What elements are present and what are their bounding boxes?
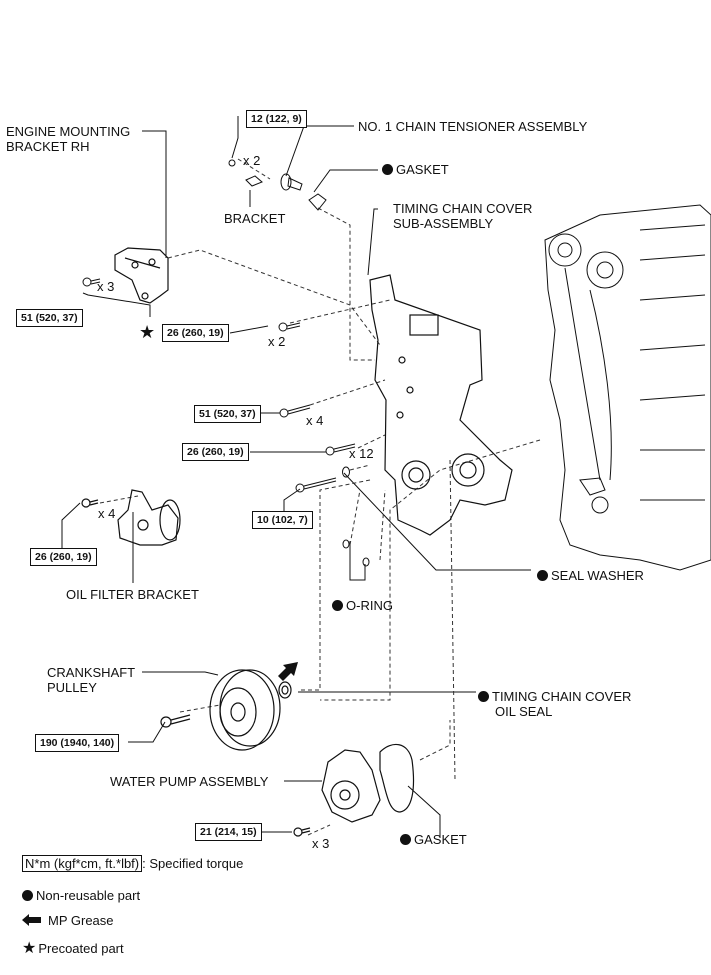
label-text: SEAL WASHER [551,568,644,583]
label-line: CRANKSHAFT [47,665,136,680]
label-bracket: BRACKET [224,211,286,226]
label-o-ring: O-RING [332,598,393,613]
non-reusable-dot-icon [478,691,489,702]
label-gasket-bottom: GASKET [400,832,467,847]
label-water-pump: WATER PUMP ASSEMBLY [110,774,269,789]
label-timing-chain-cover: TIMING CHAIN COVER SUB-ASSEMBLY [393,201,532,231]
precoated-star-icon: ★ [139,322,156,342]
label-engine-mounting-bracket: ENGINE MOUNTING BRACKET RH [6,124,130,154]
bolt-drawing [82,277,101,287]
tensioner-drawing [228,159,327,211]
qty-cover-bolt-51: x 4 [306,413,324,428]
label-line: PULLEY [47,680,97,695]
crankshaft-pulley-drawing [160,669,292,751]
cover-bolts-drawing [278,322,370,567]
label-text: GASKET [396,162,449,177]
label-line: OIL SEAL [495,704,553,719]
mp-grease-arrow-icon [22,914,41,926]
torque-cover-bolt-10: 10 (102, 7) [252,511,313,529]
non-reusable-dot-icon [382,164,393,175]
legend-torque: N*m (kgf*cm, ft.*lbf): Specified torque [22,855,244,872]
label-oil-filter-bracket: OIL FILTER BRACKET [66,587,199,602]
non-reusable-dot-icon [22,890,33,901]
torque-tensioner-nut: 12 (122, 9) [246,110,307,128]
qty-cover-bolt-26: x 12 [349,446,374,461]
qty-precoated-bolt: x 2 [268,334,286,349]
torque-precoated-bolt: 26 (260, 19) [162,324,229,342]
non-reusable-dot-icon [332,600,343,611]
label-line: TIMING CHAIN COVER [478,689,631,704]
label-seal-washer: SEAL WASHER [537,568,644,583]
label-text: O-RING [346,598,393,613]
precoated-star-icon: ★ [22,940,37,957]
label-text: TIMING CHAIN COVER [492,689,632,704]
qty-water-pump-bolt: x 3 [312,836,330,851]
oil-filter-bracket-drawing [81,489,181,546]
label-crankshaft-pulley: CRANKSHAFT PULLEY [47,665,135,695]
label-line: ENGINE MOUNTING [6,124,131,139]
engine-block-drawing [544,204,711,571]
timing-chain-cover-drawing [369,274,513,536]
legend-text: MP Grease [48,913,114,928]
torque-cover-bolt-26: 26 (260, 19) [182,443,249,461]
non-reusable-dot-icon [537,570,548,581]
qty-tensioner-nut: x 2 [243,153,261,168]
torque-cover-bolt-51: 51 (520, 37) [194,405,261,423]
label-line: SUB-ASSEMBLY [393,216,494,231]
legend-torque-desc: : Specified torque [142,856,244,871]
label-chain-tensioner: NO. 1 CHAIN TENSIONER ASSEMBLY [358,119,588,134]
label-text: GASKET [414,832,467,847]
mp-grease-arrow-icon [278,662,298,681]
legend-torque-box: N*m (kgf*cm, ft.*lbf) [22,855,143,872]
torque-crank-bolt: 190 (1940, 140) [35,734,120,752]
torque-mount-bracket-bolt: 51 (520, 37) [16,309,83,327]
torque-oil-filter-bolt: 26 (260, 19) [30,548,97,566]
legend-text: Precoated part [38,941,124,956]
dashed-alignment-lines [99,158,541,836]
qty-mount-bracket-bolt: x 3 [97,279,115,294]
leader-lines [61,116,531,838]
non-reusable-dot-icon [400,834,411,845]
label-gasket-top: GASKET [382,162,449,177]
label-timing-chain-cover-oil-seal: TIMING CHAIN COVER OIL SEAL [478,689,631,719]
legend-mp-grease: MP Grease [22,913,114,928]
water-pump-drawing [293,743,415,837]
engine-mounting-bracket-drawing [114,247,169,304]
legend-precoated: ★Precoated part [22,938,124,958]
legend-text: Non-reusable part [36,888,141,903]
label-line: BRACKET RH [6,139,90,154]
legend-non-reusable: Non-reusable part [22,888,140,903]
qty-oil-filter-bolt: x 4 [98,506,116,521]
torque-water-pump-bolt: 21 (214, 15) [195,823,262,841]
label-line: TIMING CHAIN COVER [393,201,533,216]
